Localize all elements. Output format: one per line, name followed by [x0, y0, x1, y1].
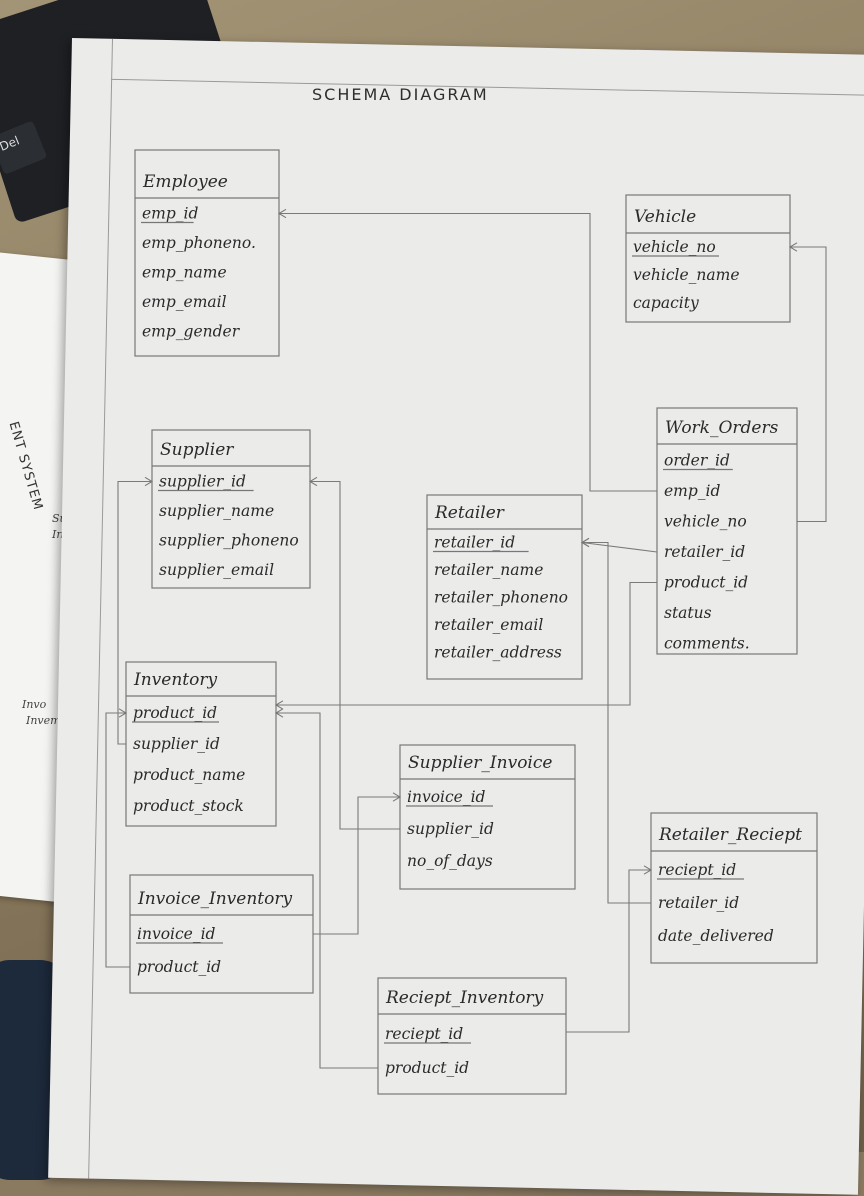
attribute-product-stock: product_stock	[133, 797, 244, 815]
entity-reciept-inventory: Reciept_Inventory reciept_id product_id	[377, 977, 567, 1095]
relationship-line	[313, 796, 400, 935]
relationship-line	[310, 480, 400, 830]
attribute-product-id: product_id	[137, 958, 221, 976]
attribute-retailer-email: retailer_email	[434, 616, 543, 634]
attribute-product-name: product_name	[133, 766, 245, 784]
attribute-emp-id: emp_id	[142, 205, 199, 223]
entity-box	[125, 661, 277, 827]
relationship-line	[117, 480, 152, 745]
relationship-line	[279, 212, 657, 492]
attribute-date-delivered: date_delivered	[658, 927, 774, 945]
attribute-retailer-id: retailer_id	[658, 894, 739, 912]
entity-vehicle: Vehicle vehicle_no vehicle_name capacity	[625, 194, 791, 323]
attribute-supplier-email: supplier_email	[159, 561, 274, 579]
attribute-emp-phoneno: emp_phoneno.	[142, 234, 256, 252]
attribute-vehicle-name: vehicle_name	[633, 266, 740, 284]
entity-supplier: Supplier supplier_id supplier_name supplier…	[151, 429, 311, 589]
attribute-supplier-id: supplier_id	[159, 473, 246, 491]
entity-box	[399, 744, 576, 890]
entity-box	[426, 494, 583, 680]
attribute-supplier-id: supplier_id	[133, 735, 220, 753]
entity-name: Employee	[142, 172, 228, 192]
entity-box	[650, 812, 818, 964]
relationship-line	[581, 541, 658, 553]
relationship-line	[582, 541, 651, 904]
attribute-invoice-id: invoice_id	[407, 788, 486, 806]
schema-diagram: SCHEMA DIAGRAM Employee emp_id emp_phoneno…	[105, 85, 827, 1095]
attribute-retailer-name: retailer_name	[434, 561, 543, 579]
relationship-line	[790, 246, 827, 523]
attribute-invoice-id: invoice_id	[137, 925, 216, 943]
underlying-fragment: Invo	[22, 698, 47, 711]
attribute-reciept-id: reciept_id	[658, 861, 736, 879]
relationship-work-orders-vehicle-no-to-vehicle	[788, 242, 827, 523]
entity-name: Retailer	[434, 503, 505, 523]
entity-name: Reciept_Inventory	[385, 988, 544, 1008]
entity-retailer: Retailer retailer_id retailer_name retailer…	[426, 494, 583, 680]
attribute-emp-id: emp_id	[664, 482, 721, 500]
attribute-comments: comments.	[664, 635, 750, 653]
relationship-work-orders-retailer-id-to-retailer	[580, 537, 658, 553]
entity-box	[134, 149, 280, 357]
relationship-line	[566, 869, 651, 1033]
entity-name: Invoice_Inventory	[137, 889, 292, 909]
entity-name: Supplier	[160, 440, 234, 460]
entity-box	[625, 194, 791, 323]
entity-employee: Employee emp_id emp_phoneno. emp_name emp_em…	[134, 149, 280, 357]
attribute-retailer-id: retailer_id	[664, 543, 745, 561]
attribute-vehicle-no: vehicle_no	[664, 513, 747, 531]
attribute-supplier-name: supplier_name	[159, 502, 274, 520]
underlying-fragment: Invem	[26, 714, 61, 727]
relationship-supplier-invoice-supplier-id-to-supplier	[308, 476, 400, 830]
entity-tables: Employee emp_id emp_phoneno. emp_name emp_em…	[125, 149, 818, 1095]
attribute-status: status	[664, 604, 712, 622]
attribute-product-id: product_id	[133, 704, 217, 722]
relationship-line	[105, 712, 130, 968]
diagram-title: SCHEMA DIAGRAM	[312, 85, 489, 104]
entity-name: Retailer_Reciept	[658, 825, 802, 845]
entity-inventory: Inventory product_id supplier_id product_na…	[125, 661, 277, 827]
relationship-line	[276, 581, 657, 706]
relationship-retailer-reciept-retailer-id-to-retailer	[580, 537, 651, 904]
entity-invoice-inventory: Invoice_Inventory invoice_id product_id	[129, 874, 314, 994]
attribute-retailer-id: retailer_id	[434, 534, 515, 552]
attribute-supplier-id: supplier_id	[407, 820, 494, 838]
attribute-capacity: capacity	[633, 294, 699, 312]
entity-name: Vehicle	[634, 207, 696, 227]
attribute-emp-email: emp_email	[142, 293, 227, 311]
attribute-emp-gender: emp_gender	[142, 323, 241, 341]
entity-work-orders: Work_Orders order_id emp_id vehicle_noretai…	[656, 407, 798, 655]
entity-box	[129, 874, 314, 994]
relationship-lines	[105, 208, 827, 1069]
entity-name: Supplier_Invoice	[408, 753, 552, 773]
attribute-supplier-phoneno: supplier_phoneno	[159, 532, 299, 550]
attribute-retailer-address: retailer_address	[434, 644, 562, 662]
attribute-product-id: product_id	[385, 1059, 469, 1077]
entity-box	[377, 977, 567, 1095]
entity-box	[656, 407, 798, 655]
attribute-order-id: order_id	[664, 452, 730, 470]
attribute-reciept-id: reciept_id	[385, 1025, 463, 1043]
attribute-no-of-days: no_of_days	[407, 852, 493, 870]
attribute-vehicle-no: vehicle_no	[633, 238, 716, 256]
entity-name: Work_Orders	[665, 418, 779, 438]
relationship-line	[276, 712, 378, 1069]
attribute-product-id: product_id	[664, 574, 748, 592]
relationship-invoice-inventory-invoice-id-to-supplier-invoice	[313, 792, 402, 935]
attribute-retailer-phoneno: retailer_phoneno	[434, 589, 568, 607]
attribute-emp-name: emp_name	[142, 264, 227, 282]
entity-retailer-reciept: Retailer_Reciept reciept_id retailer_iddat…	[650, 812, 818, 964]
relationship-work-orders-emp-id-to-employee	[277, 208, 657, 492]
entity-name: Inventory	[133, 670, 217, 690]
entity-box	[151, 429, 311, 589]
entity-supplier-invoice: Supplier_Invoice invoice_id supplier_id no_…	[399, 744, 576, 890]
